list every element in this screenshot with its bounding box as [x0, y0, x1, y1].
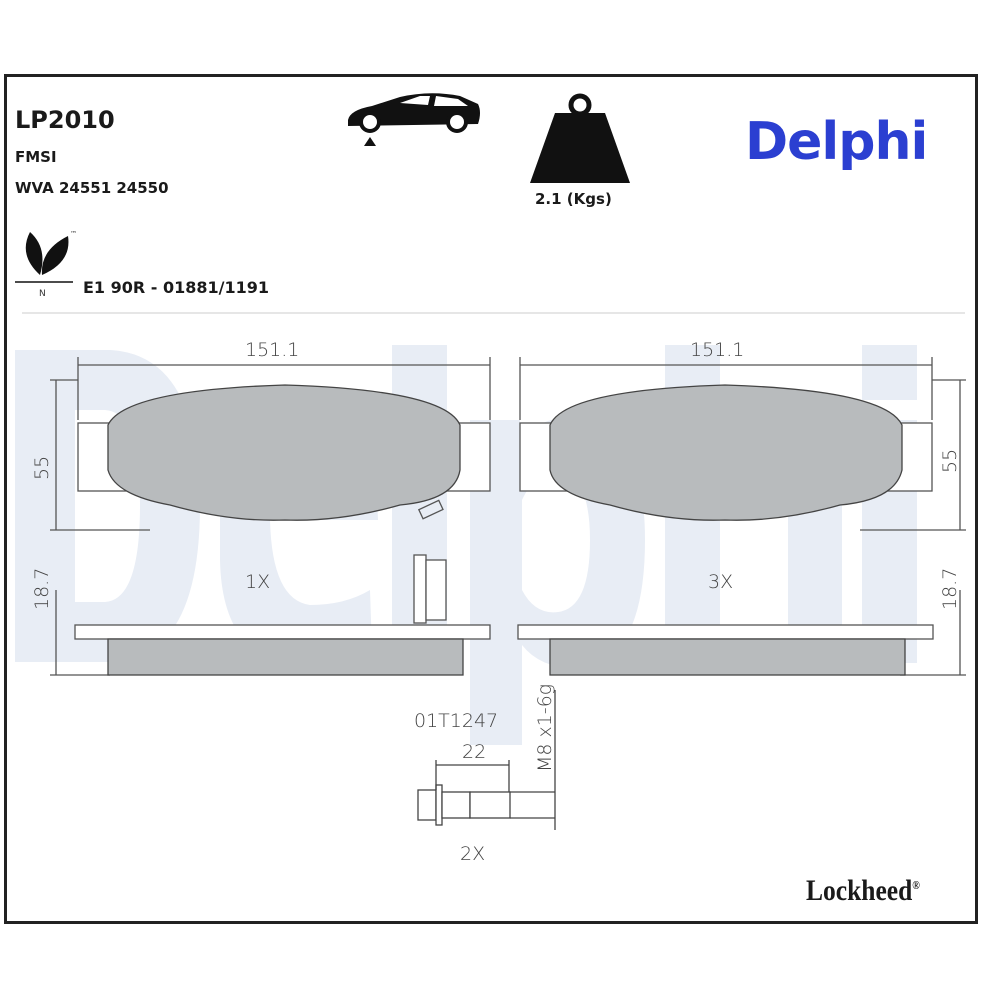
weight-value: 2.1 (Kgs) — [535, 190, 612, 208]
fmsi-label: FMSI — [15, 148, 57, 166]
pad-right-width-label: 151.1 — [690, 339, 744, 361]
eco-leaf-icon — [15, 232, 73, 283]
pad-left-thickness-label: 18.7 — [31, 568, 53, 610]
pad-right-front — [517, 357, 966, 676]
lockheed-logo: Lockheed® — [806, 874, 920, 908]
pad-right-height-label: 55 — [939, 449, 961, 473]
sheet-frame — [4, 74, 978, 924]
bolt-length-label: 22 — [462, 741, 486, 763]
eco-letter: N — [39, 289, 46, 299]
approval-number: E1 90R - 01881/1191 — [83, 278, 270, 297]
pad-left-qty-label: 1X — [245, 571, 270, 593]
pad-left-front — [50, 357, 491, 676]
delphi-logo: Delphi — [745, 112, 928, 172]
pad-left-height-label: 55 — [31, 456, 53, 480]
weight-icon — [530, 93, 630, 183]
bolt-qty-label: 2X — [460, 843, 485, 865]
pad-left-width-label: 151.1 — [245, 339, 299, 361]
part-number: LP2010 — [15, 106, 115, 134]
car-front-axle-icon — [348, 93, 480, 146]
pad-right-qty-label: 3X — [708, 571, 733, 593]
lockheed-name: Lockheed — [806, 874, 913, 907]
registered-mark: ® — [912, 878, 920, 892]
bolt-code-label: 01T1247 — [414, 710, 498, 732]
bolt-drawing — [417, 690, 556, 830]
pad-right-thickness-label: 18.7 — [939, 568, 961, 610]
bolt-thread-label: M8 x1-6g — [534, 684, 556, 772]
eco-tm: ™ — [70, 230, 77, 238]
wva-numbers: WVA 24551 24550 — [15, 179, 169, 197]
